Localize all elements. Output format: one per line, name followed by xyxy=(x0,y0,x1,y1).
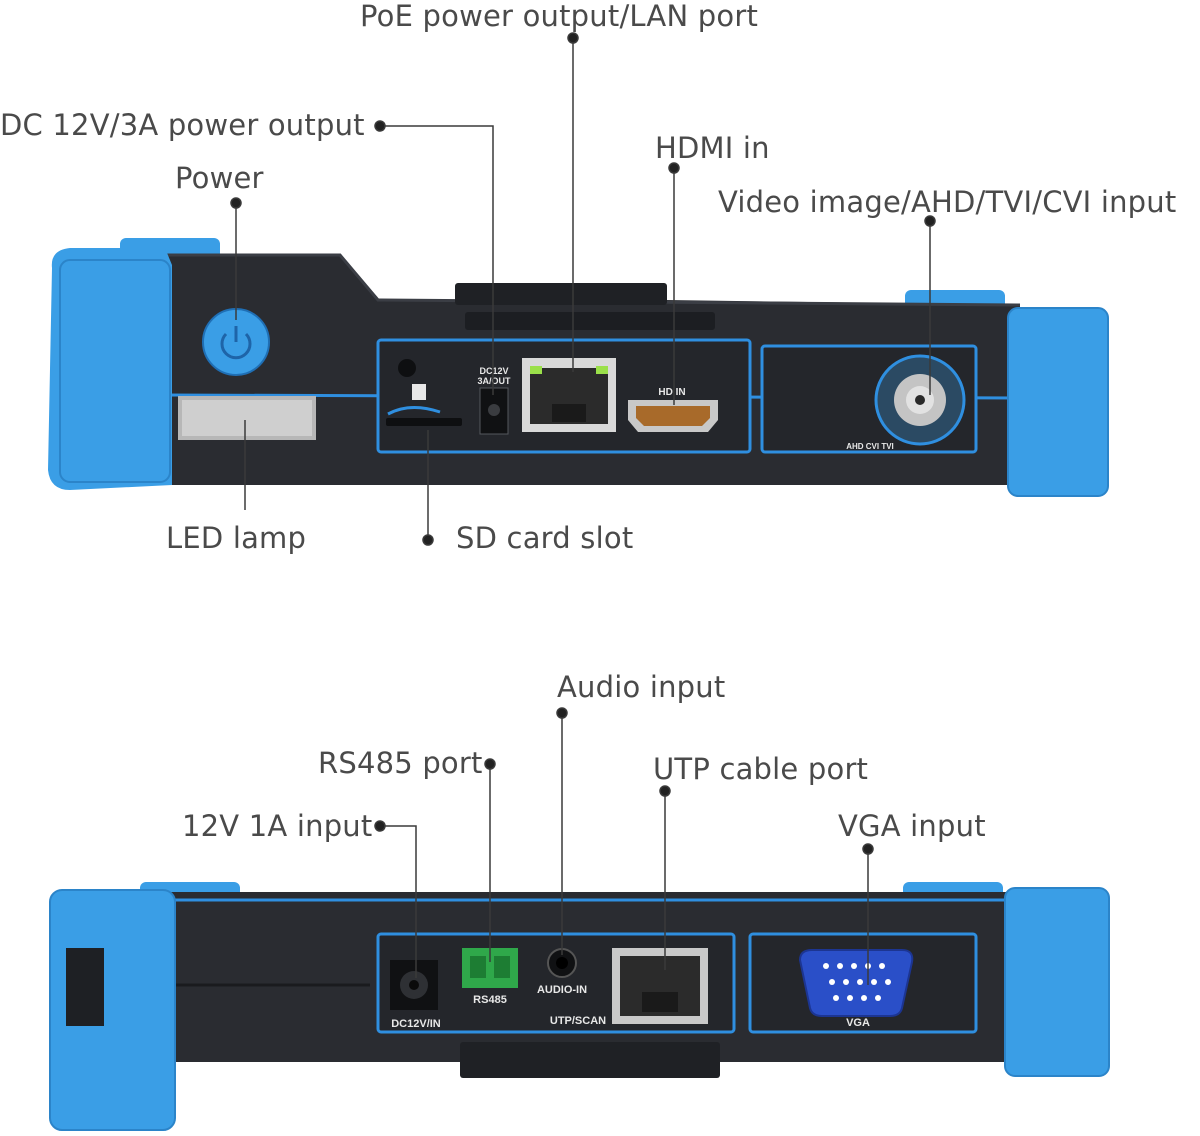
callout-dc-output: DC 12V/3A power output xyxy=(0,108,365,142)
dc-in-label: DC12V/IN xyxy=(391,1018,441,1030)
callout-sd-card: SD card slot xyxy=(456,521,634,555)
callout-dc-input: 12V 1A input xyxy=(182,809,373,843)
vga-label: VGA xyxy=(846,1017,870,1029)
dc-out-label-1: DC12V xyxy=(479,366,508,376)
utp-label: UTP/SCAN xyxy=(550,1015,606,1027)
callout-rs485-port: RS485 port xyxy=(318,746,483,780)
callout-video-input: Video image/AHD/TVI/CVI input xyxy=(718,185,1177,219)
dc-out-label-2: 3A/OUT xyxy=(477,376,511,386)
callout-led-lamp: LED lamp xyxy=(166,521,307,555)
callout-audio-input: Audio input xyxy=(557,670,726,704)
audio-label: AUDIO-IN xyxy=(537,984,587,996)
callout-poe-lan: PoE power output/LAN port xyxy=(360,0,759,33)
callout-utp-cable: UTP cable port xyxy=(653,752,869,786)
callout-vga-input: VGA input xyxy=(838,809,986,843)
callout-hdmi-in: HDMI in xyxy=(655,131,770,165)
hdmi-label: HD IN xyxy=(658,387,685,398)
bnc-label: AHD CVI TVI xyxy=(846,442,894,451)
rs485-label: RS485 xyxy=(473,994,507,1006)
callout-power: Power xyxy=(175,161,264,195)
